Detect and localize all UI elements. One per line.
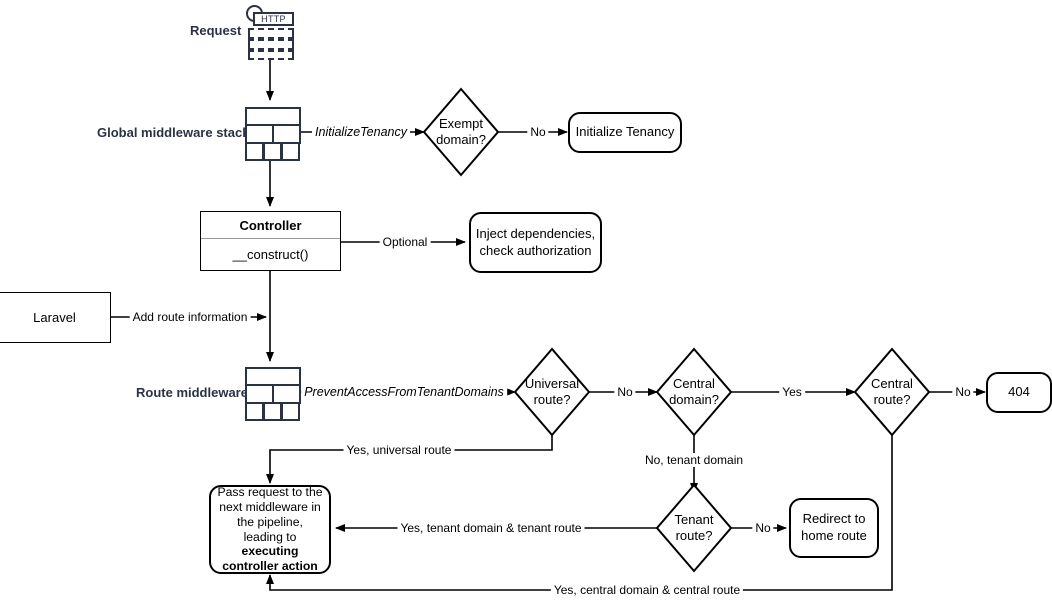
edge-label-yes-central-route: Yes, central domain & central route [550, 583, 744, 597]
edge-label-add-route-information: Add route information [129, 310, 251, 324]
node-tenant-route-line-1: Tenant [674, 511, 714, 527]
node-central-domain-shape [655, 347, 733, 437]
node-404-label: 404 [1008, 384, 1030, 400]
node-tenant-route-line-2: route? [675, 528, 713, 543]
node-universal-route-line-2: route? [533, 392, 571, 407]
node-laravel-label: Laravel [33, 310, 76, 325]
node-redirect-home-line-2: home route [801, 528, 867, 543]
node-pass-request-text: Pass request to the next middleware in t… [217, 484, 323, 544]
node-404[interactable]: 404 [986, 372, 1052, 413]
http-request-body-line-1 [248, 28, 294, 39]
node-inject-dependencies-line-1: Inject dependencies, [475, 225, 596, 241]
node-pass-request[interactable]: Pass request to the next middleware in t… [209, 485, 331, 574]
node-universal-route-shape [513, 347, 591, 437]
stack-block-mid-2 [272, 124, 301, 144]
node-central-route[interactable]: Central route? [853, 370, 931, 414]
node-exempt-domain-line-1: Exempt [438, 115, 484, 131]
edge-label-initialize-tenancy: InitializeTenancy [312, 125, 410, 139]
node-central-domain-line-2: domain? [669, 392, 719, 407]
node-inject-dependencies[interactable]: Inject dependencies, check authorization [469, 212, 602, 273]
edge-label-yes-tenant-domain-route: Yes, tenant domain & tenant route [397, 521, 585, 535]
node-pass-request-emphasis: executing controller action [222, 544, 318, 574]
node-inject-dependencies-line-2: check authorization [479, 242, 592, 258]
node-tenant-route-shape [655, 483, 733, 573]
edge-label-optional: Optional [379, 235, 431, 249]
node-redirect-home[interactable]: Redirect to home route [789, 498, 879, 558]
edge-label-exempt-no: No [527, 125, 549, 139]
node-controller-construct-row: __construct() [232, 247, 309, 262]
label-request: Request [190, 23, 242, 38]
stack-block-bot-3 [281, 402, 300, 421]
node-central-route-shape [853, 347, 931, 437]
edge-label-tenant-route-no: No [752, 521, 774, 535]
middleware-stack-icon-route [245, 367, 301, 421]
node-initialize-tenancy[interactable]: Initialize Tenancy [568, 112, 682, 153]
node-central-route-line-2: route? [873, 392, 911, 407]
stack-block-bot-1 [245, 402, 264, 421]
node-central-domain-line-1: Central [673, 375, 715, 391]
edge-label-central-domain-yes: Yes [779, 385, 805, 399]
node-universal-route-line-1: Universal [524, 375, 580, 391]
stack-block-bot-3 [281, 142, 300, 161]
node-redirect-home-line-1: Redirect to [802, 511, 866, 527]
stack-block-bot-2 [263, 402, 282, 421]
http-request-body-line-2 [248, 39, 294, 50]
node-central-domain[interactable]: Central domain? [655, 370, 733, 414]
stack-block-bot-2 [263, 142, 282, 161]
stack-block-mid-1 [245, 124, 274, 144]
node-universal-route[interactable]: Universal route? [513, 370, 591, 414]
http-request-body-line-3 [248, 50, 294, 60]
node-laravel[interactable]: Laravel [0, 292, 111, 343]
edge-label-prevent-access: PreventAccessFromTenantDomains [301, 385, 507, 399]
node-central-route-line-1: Central [871, 375, 913, 391]
label-route-middleware: Route middleware [136, 385, 248, 400]
http-request-caption: HTTP [261, 13, 286, 24]
http-request-icon: HTTP [246, 5, 296, 60]
node-controller[interactable]: Controller __construct() [200, 211, 341, 271]
http-request-header-bar: HTTP [253, 12, 294, 26]
middleware-stack-icon-global [245, 107, 301, 161]
node-tenant-route[interactable]: Tenant route? [655, 506, 733, 550]
node-exempt-domain[interactable]: Exempt domain? [424, 110, 498, 154]
stack-block-mid-2 [272, 384, 301, 404]
node-exempt-domain-shape [422, 87, 500, 177]
stack-block-mid-1 [245, 384, 274, 404]
node-controller-title: Controller [201, 212, 340, 239]
stack-block-bot-1 [245, 142, 264, 161]
node-initialize-tenancy-label: Initialize Tenancy [575, 124, 675, 140]
edge-label-no-tenant-domain: No, tenant domain [641, 453, 747, 467]
edge-label-yes-universal-route: Yes, universal route [343, 443, 455, 457]
edge-label-universal-no: No [614, 385, 636, 399]
label-global-middleware-stack: Global middleware stack [97, 125, 250, 140]
node-exempt-domain-line-2: domain? [436, 132, 486, 147]
edge-label-central-route-no: No [952, 385, 974, 399]
